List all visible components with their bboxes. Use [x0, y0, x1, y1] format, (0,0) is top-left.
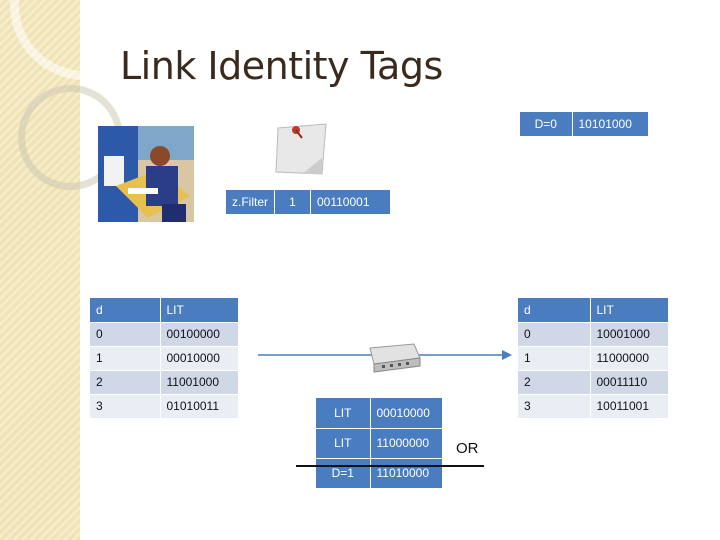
table-cell: 11000000: [590, 346, 669, 371]
router-icon: [369, 343, 421, 373]
lit-table-left: d LIT 0 00100000 1 00010000 2 11001000 3…: [90, 298, 239, 419]
table-cell: LIT: [316, 428, 371, 459]
table-row: D=1 11010000: [316, 458, 443, 489]
table-cell: 01010011: [160, 394, 239, 419]
table-cell: LIT: [316, 398, 371, 429]
decorative-band: [0, 0, 160, 540]
pinned-note-icon: [275, 123, 327, 175]
table-cell: 10001000: [590, 322, 669, 347]
lit-result-table: LIT 00010000 LIT 11000000 D=1 11010000: [316, 398, 443, 489]
column-header-d: d: [90, 298, 161, 323]
table-cell: 1: [90, 346, 161, 371]
table-cell: 00010000: [160, 346, 239, 371]
table-cell: 0: [90, 322, 161, 347]
table-cell: 1: [518, 346, 591, 371]
table-row: 0 00100000: [90, 322, 239, 347]
table-cell: 3: [518, 394, 591, 419]
person-at-desk-icon: [98, 126, 194, 222]
d0-value: 10101000: [572, 112, 649, 137]
d0-label: D=0: [520, 112, 573, 137]
table-cell: D=1: [316, 458, 371, 489]
table-cell: 0: [518, 322, 591, 347]
table-row: LIT 00010000: [316, 398, 443, 429]
table-cell: 11000000: [370, 428, 443, 459]
table-header-row: d LIT: [90, 298, 239, 323]
divider-line: [296, 465, 484, 467]
table-cell: 00100000: [160, 322, 239, 347]
table-cell: 00010000: [370, 398, 443, 429]
table-header-row: d LIT: [518, 298, 669, 323]
column-header-lit: LIT: [160, 298, 239, 323]
table-cell: 2: [518, 370, 591, 395]
column-header-d: d: [518, 298, 591, 323]
table-row: 2 11001000: [90, 370, 239, 395]
table-row: 2 00011110: [518, 370, 669, 395]
table-row: LIT 11000000: [316, 428, 443, 459]
lit-table-right: d LIT 0 10001000 1 11000000 2 00011110 3…: [518, 298, 669, 419]
zfilter-value: 00110001: [310, 190, 391, 215]
table-row: 3 10011001: [518, 394, 669, 419]
table-cell: 2: [90, 370, 161, 395]
zfilter-index: 1: [274, 190, 311, 215]
table-row: 1 00010000: [90, 346, 239, 371]
table-cell: 11001000: [160, 370, 239, 395]
d0-tag-box: D=0 10101000: [520, 112, 649, 137]
table-cell: 00011110: [590, 370, 669, 395]
table-row: 3 01010011: [90, 394, 239, 419]
column-header-lit: LIT: [590, 298, 669, 323]
table-row: 0 10001000: [518, 322, 669, 347]
page-title: Link Identity Tags: [120, 44, 443, 88]
table-cell: 11010000: [370, 458, 443, 489]
table-row: 1 11000000: [518, 346, 669, 371]
zfilter-label: z.Filter: [226, 190, 275, 215]
table-cell: 10011001: [590, 394, 669, 419]
table-cell: 3: [90, 394, 161, 419]
zfilter-box: z.Filter 1 00110001: [226, 190, 391, 215]
or-label: OR: [456, 440, 479, 457]
